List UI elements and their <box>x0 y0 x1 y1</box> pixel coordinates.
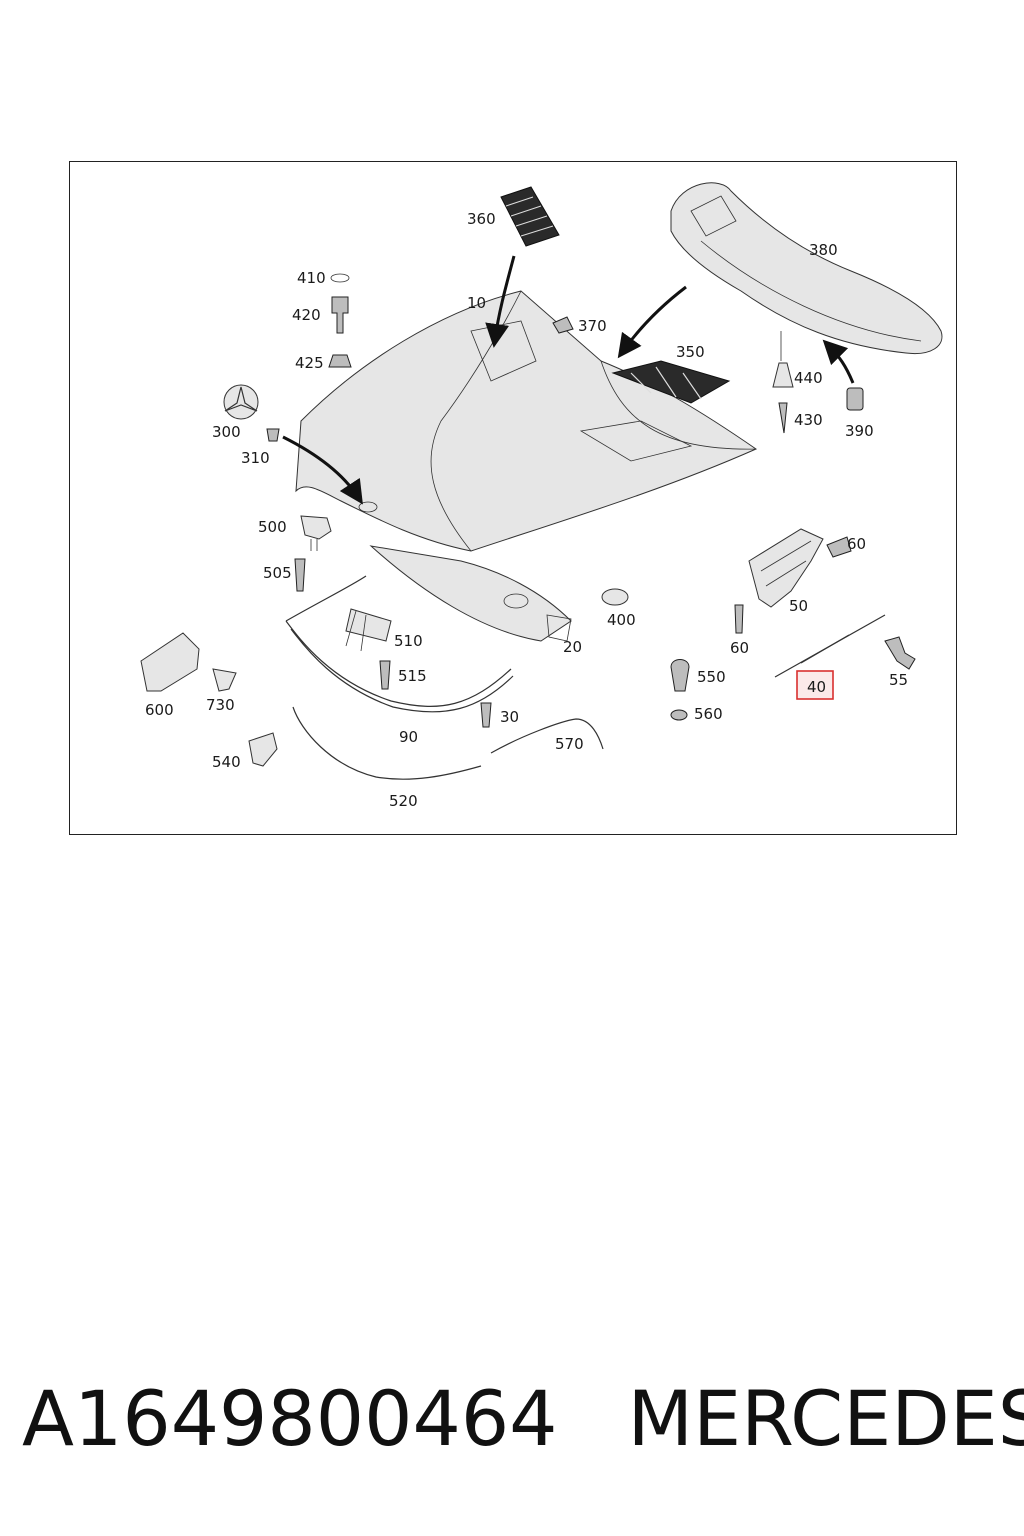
bolt-part-60-upper <box>826 536 852 558</box>
bolt-part-60-lower <box>734 604 744 634</box>
hinge-part-50 <box>748 528 824 608</box>
grille-part-350 <box>611 360 731 404</box>
washer-part-410 <box>330 273 350 283</box>
label-515: 515 <box>398 667 427 685</box>
clip-part-310 <box>266 428 280 442</box>
bolt-part-515 <box>379 660 391 690</box>
label-410: 410 <box>297 269 326 287</box>
label-520: 520 <box>389 792 418 810</box>
bumper-part-30 <box>480 702 492 728</box>
emblem-part-300 <box>223 384 259 420</box>
screw-part-430 <box>778 402 788 434</box>
clip-part-440 <box>772 362 794 388</box>
cable-part-520 <box>292 706 482 780</box>
pad-part-730 <box>212 668 237 692</box>
label-420: 420 <box>292 306 321 324</box>
label-510: 510 <box>394 632 423 650</box>
label-560: 560 <box>694 705 723 723</box>
label-300: 300 <box>212 423 241 441</box>
bolt-part-370 <box>552 316 574 334</box>
label-350: 350 <box>676 343 705 361</box>
grille-part-360 <box>500 186 560 247</box>
buffer-part-550 <box>670 659 690 692</box>
lock-part-500 <box>300 515 332 540</box>
label-60-lower: 60 <box>730 639 749 657</box>
ball-stud-part-55 <box>884 636 916 670</box>
hood-parts-diagram: 10 20 30 40 50 55 60 60 90 300 310 350 3… <box>140 182 943 810</box>
label-55: 55 <box>889 671 908 689</box>
label-730: 730 <box>206 696 235 714</box>
nut-part-425 <box>328 354 352 368</box>
label-505: 505 <box>263 564 292 582</box>
brand-name: MERCEDES <box>627 1373 1024 1463</box>
cable-part-570 <box>490 718 604 754</box>
label-50: 50 <box>789 597 808 615</box>
label-310: 310 <box>241 449 270 467</box>
label-440: 440 <box>794 369 823 387</box>
label-380: 380 <box>809 241 838 259</box>
seal-part-90 <box>285 575 514 713</box>
label-370: 370 <box>578 317 607 335</box>
parts-diagram-frame: 10 20 30 40 50 55 60 60 90 300 310 350 3… <box>69 161 957 835</box>
hood-part-10 <box>295 290 758 642</box>
label-60-upper: 60 <box>847 535 866 553</box>
spring-part-420 <box>331 296 349 334</box>
label-10: 10 <box>467 294 486 312</box>
label-425: 425 <box>295 354 324 372</box>
label-390: 390 <box>845 422 874 440</box>
label-600: 600 <box>145 701 174 719</box>
nut-part-560 <box>670 709 688 721</box>
label-500: 500 <box>258 518 287 536</box>
label-360: 360 <box>467 210 496 228</box>
cowl-panel-part-380 <box>670 182 943 355</box>
label-430: 430 <box>794 411 823 429</box>
label-90: 90 <box>399 728 418 746</box>
latch-part-510 <box>345 608 392 642</box>
cap-part-390 <box>846 387 864 411</box>
insulation-part-20 <box>546 614 572 642</box>
label-570: 570 <box>555 735 584 753</box>
label-30: 30 <box>500 708 519 726</box>
grommet-part-400 <box>601 588 629 606</box>
part-number: A1649800464 <box>22 1373 558 1463</box>
bolt-part-505 <box>294 558 306 592</box>
bracket-part-600 <box>140 632 200 692</box>
label-20: 20 <box>563 638 582 656</box>
clip-part-540 <box>248 732 278 767</box>
label-400: 400 <box>607 611 636 629</box>
label-550: 550 <box>697 668 726 686</box>
label-40: 40 <box>807 678 826 696</box>
part-footer: A1649800464 MERCEDES <box>22 1368 1024 1468</box>
highlight-box-part-40 <box>796 670 834 700</box>
label-540: 540 <box>212 753 241 771</box>
